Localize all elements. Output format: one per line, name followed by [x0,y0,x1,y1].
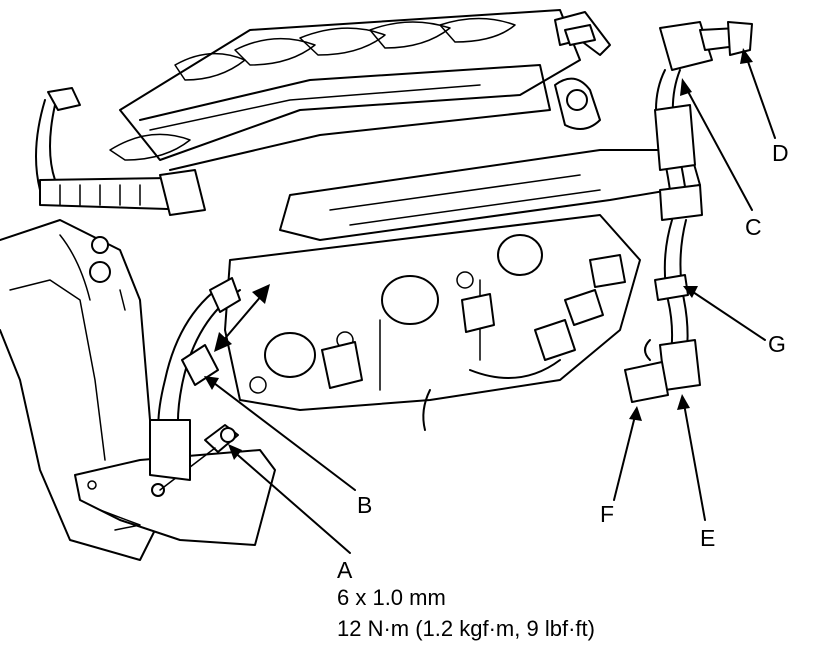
fuel-rail-drawing [279,77,701,241]
harness-clip-b [181,277,241,386]
leader-lines [204,48,776,554]
callout-f: F [600,501,614,527]
wire-harness-left [35,87,241,481]
callout-d: D [772,140,789,166]
bolt-size-spec: 6 x 1.0 mm [337,585,446,610]
callout-b: B [357,492,372,518]
callout-a: A [337,557,353,583]
torque-spec: 12 N·m (1.2 kgf·m, 9 lbf·ft) [337,616,595,641]
callout-g: G [768,331,786,357]
wire-harness-right [624,21,753,403]
mounting-bracket-top [554,11,611,56]
harness-bracket [74,449,276,546]
release-direction-arrow [214,284,270,352]
injector-connectors [321,254,626,431]
callout-e: E [700,525,715,551]
intake-manifold-drawing [109,9,581,171]
callout-c: C [745,214,762,240]
